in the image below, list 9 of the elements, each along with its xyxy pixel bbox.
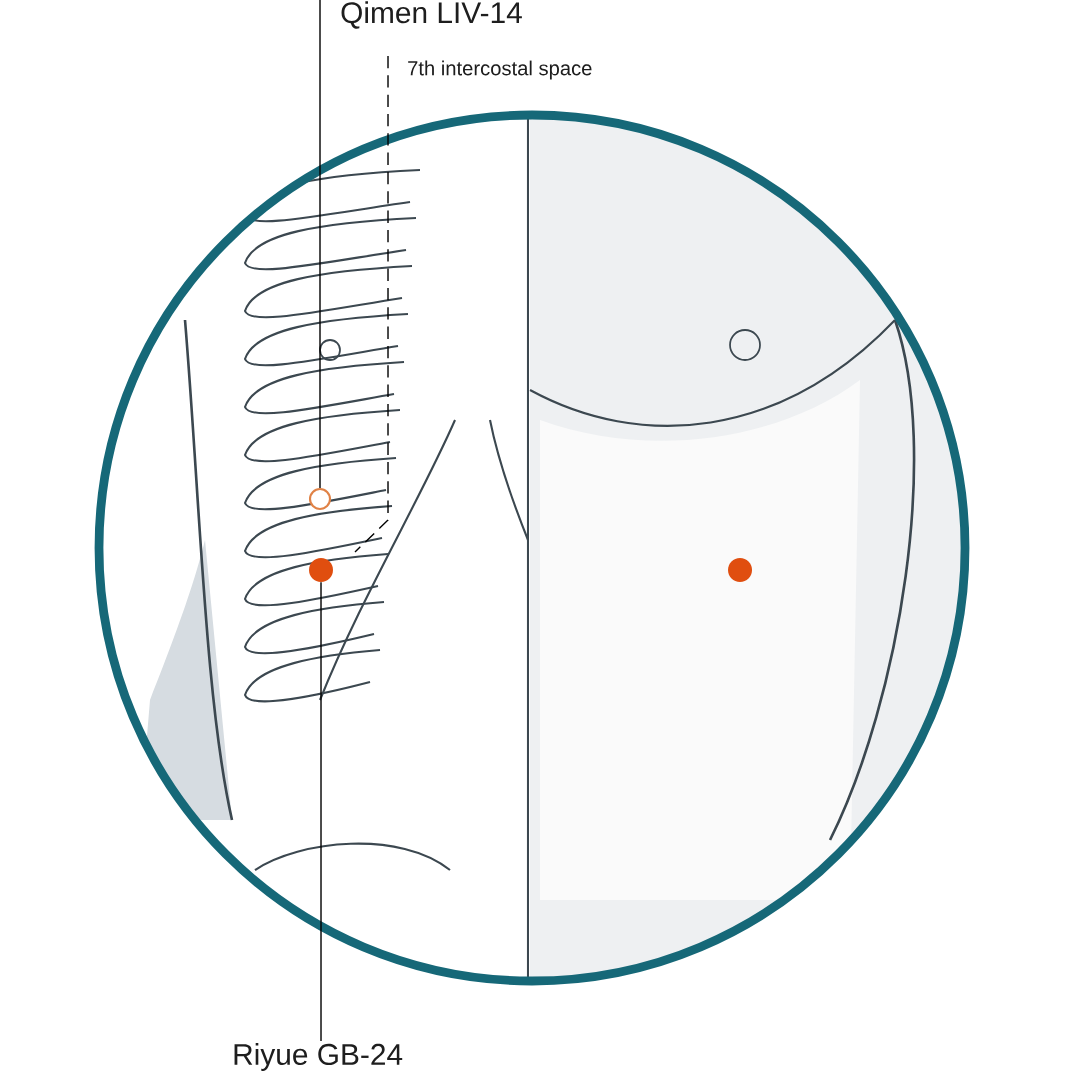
acupoint-dot xyxy=(309,558,333,582)
annotation-text: 7th intercostal space xyxy=(408,60,592,80)
point-label: Riyue GB-24 xyxy=(234,1043,403,1071)
leader-line xyxy=(319,0,321,489)
acupoint-dot xyxy=(728,558,752,582)
point-label: Qimen LIV-14 xyxy=(341,1,522,29)
leader-line xyxy=(320,581,322,1042)
acupoint-marker xyxy=(308,487,332,511)
leader-line xyxy=(354,55,389,553)
